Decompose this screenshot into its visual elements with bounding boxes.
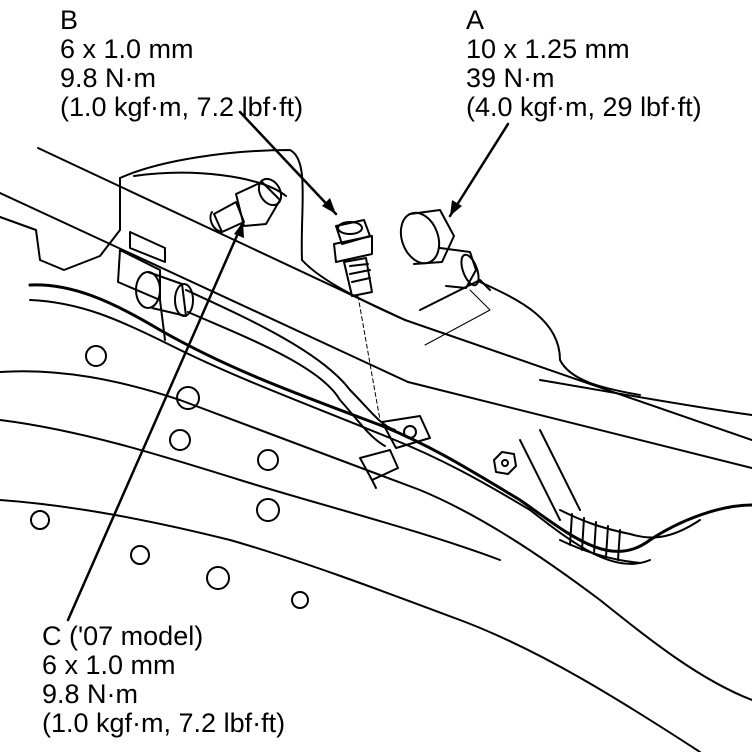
callout-b-torque: 9.8 N·m — [60, 63, 157, 93]
hex-nut — [493, 451, 517, 475]
leader-b — [238, 110, 338, 216]
leader-c — [66, 220, 245, 622]
leader-lines — [66, 110, 510, 622]
left-bracket — [117, 231, 166, 341]
callout-a-size: 10 x 1.25 mm — [466, 34, 630, 64]
callout-bolt-b: B 6 x 1.0 mm 9.8 N·m (1.0 kgf·m, 7.2 lbf… — [60, 6, 303, 122]
callout-b-size: 6 x 1.0 mm — [60, 34, 194, 64]
pan-bolt-bosses — [30, 345, 309, 609]
fluid-pipe — [185, 289, 396, 447]
callout-bolt-a: A 10 x 1.25 mm 39 N·m (4.0 kgf·m, 29 lbf… — [466, 6, 702, 122]
housing-outline — [35, 149, 752, 416]
callout-a-label: A — [466, 5, 485, 35]
bolt-b — [333, 219, 373, 297]
callout-c-size: 6 x 1.0 mm — [42, 650, 176, 680]
clamp-c-fitting — [135, 271, 194, 317]
callout-b-alt-torque: (1.0 kgf·m, 7.2 lbf·ft) — [60, 92, 304, 122]
center-bracket — [359, 415, 431, 489]
bolt-c — [209, 177, 283, 233]
callout-a-torque: 39 N·m — [466, 63, 555, 93]
callout-c-label: C ('07 model) — [42, 621, 204, 651]
ribbed-hose — [519, 429, 701, 564]
callout-c-torque: 9.8 N·m — [42, 679, 139, 709]
alignment-lines — [357, 289, 491, 421]
bolt-a — [399, 209, 480, 289]
callout-a-alt-torque: (4.0 kgf·m, 29 lbf·ft) — [466, 92, 702, 122]
callout-b-label: B — [60, 5, 79, 35]
leader-a — [448, 122, 510, 218]
upper-frame-rail — [0, 147, 752, 469]
callout-bolt-c: C ('07 model) 6 x 1.0 mm 9.8 N·m (1.0 kg… — [42, 622, 285, 738]
callout-c-alt-torque: (1.0 kgf·m, 7.2 lbf·ft) — [42, 708, 286, 738]
